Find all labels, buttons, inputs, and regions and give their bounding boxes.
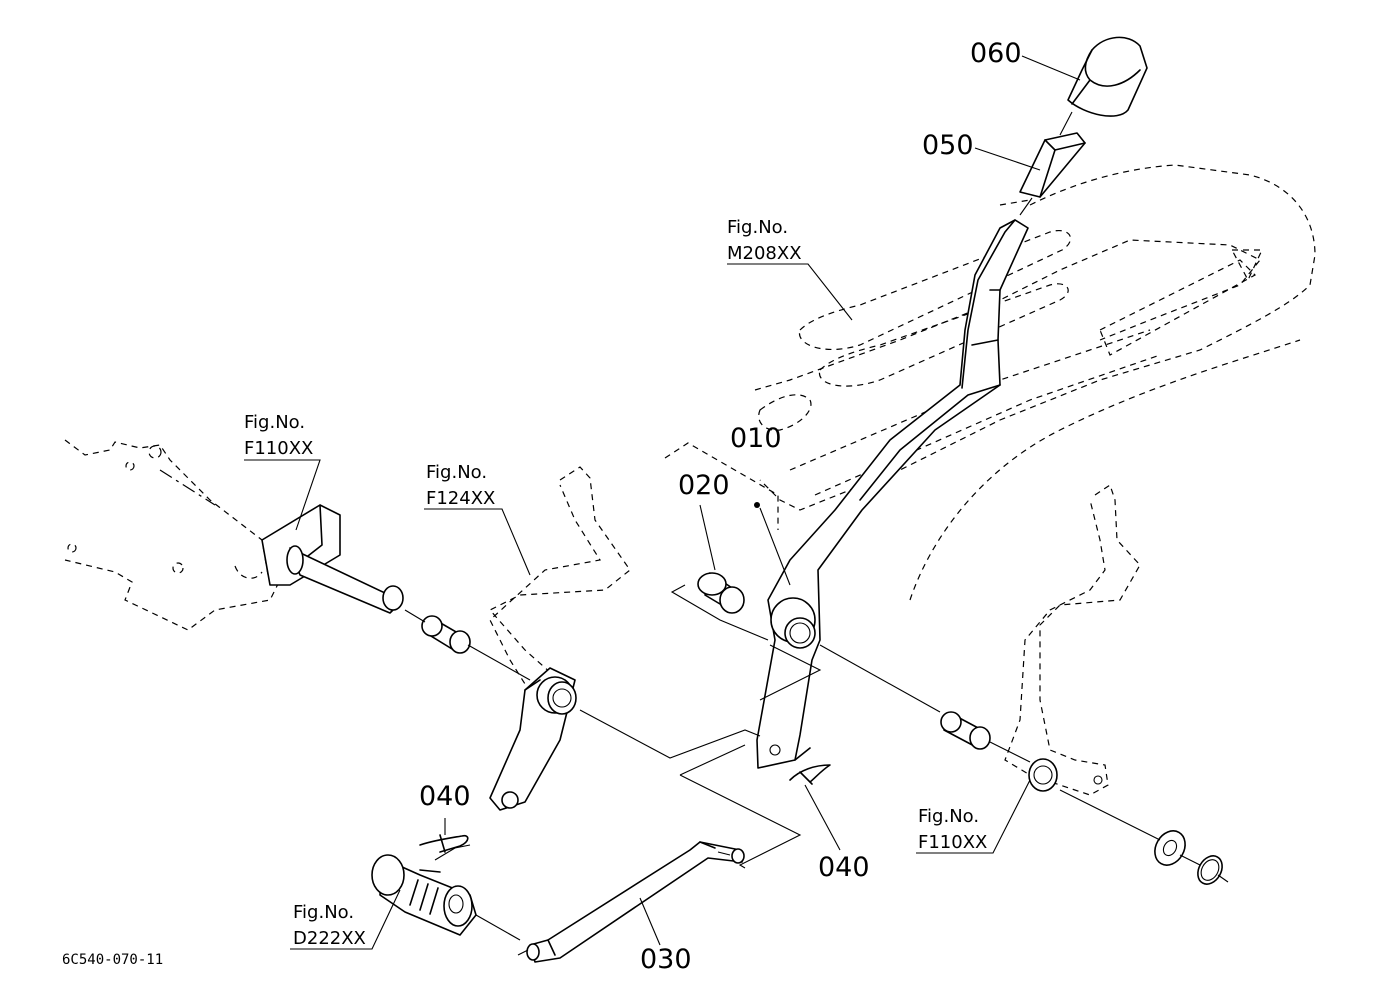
part-number-010: 010 — [730, 423, 782, 454]
fig-ref-code: F124XX — [426, 488, 495, 509]
part-number-040-left: 040 — [419, 781, 471, 812]
knob-060: 060 — [970, 36, 1148, 117]
fig-ref-title: Fig.No. — [244, 412, 305, 433]
clip-040-left: 040 — [419, 781, 471, 861]
washer-and-snap-ring — [1154, 830, 1223, 885]
fig-ref-code: M208XX — [727, 243, 802, 264]
pedal-lever-f124: Fig.No. F124XX — [424, 462, 631, 811]
assembly-centerlines — [404, 584, 1229, 883]
rod-030: 030 — [517, 841, 745, 975]
fig-ref-title: Fig.No. — [426, 462, 487, 483]
part-number-020: 020 — [678, 470, 730, 501]
bushing-020: 020 — [678, 470, 745, 614]
fig-ref-title: Fig.No. — [918, 806, 979, 827]
figure-ref-m208: Fig.No. M208XX — [727, 217, 853, 321]
part-number-050: 050 — [922, 130, 974, 161]
bushing-left — [421, 615, 471, 654]
bushing-right — [940, 711, 991, 750]
fig-ref-code: D222XX — [293, 928, 366, 949]
connector-d222: Fig.No. D222XX — [290, 854, 521, 950]
part-number-030: 030 — [640, 944, 692, 975]
pedal-lever-f110-right: Fig.No. F110XX — [916, 484, 1141, 854]
grip-050: 050 — [922, 111, 1086, 216]
lever-010: 010 — [664, 219, 1029, 769]
fig-ref-title: Fig.No. — [293, 902, 354, 923]
drawing-code: 6C540-070-11 — [62, 952, 163, 968]
clip-040-right: 040 — [789, 764, 870, 883]
fig-ref-title: Fig.No. — [727, 217, 788, 238]
part-number-040-right: 040 — [818, 852, 870, 883]
part-number-060: 060 — [970, 38, 1022, 69]
fig-ref-code: F110XX — [244, 438, 313, 459]
frame-plate-left: Fig.No. F110XX — [64, 412, 404, 631]
fig-ref-code: F110XX — [918, 832, 987, 853]
